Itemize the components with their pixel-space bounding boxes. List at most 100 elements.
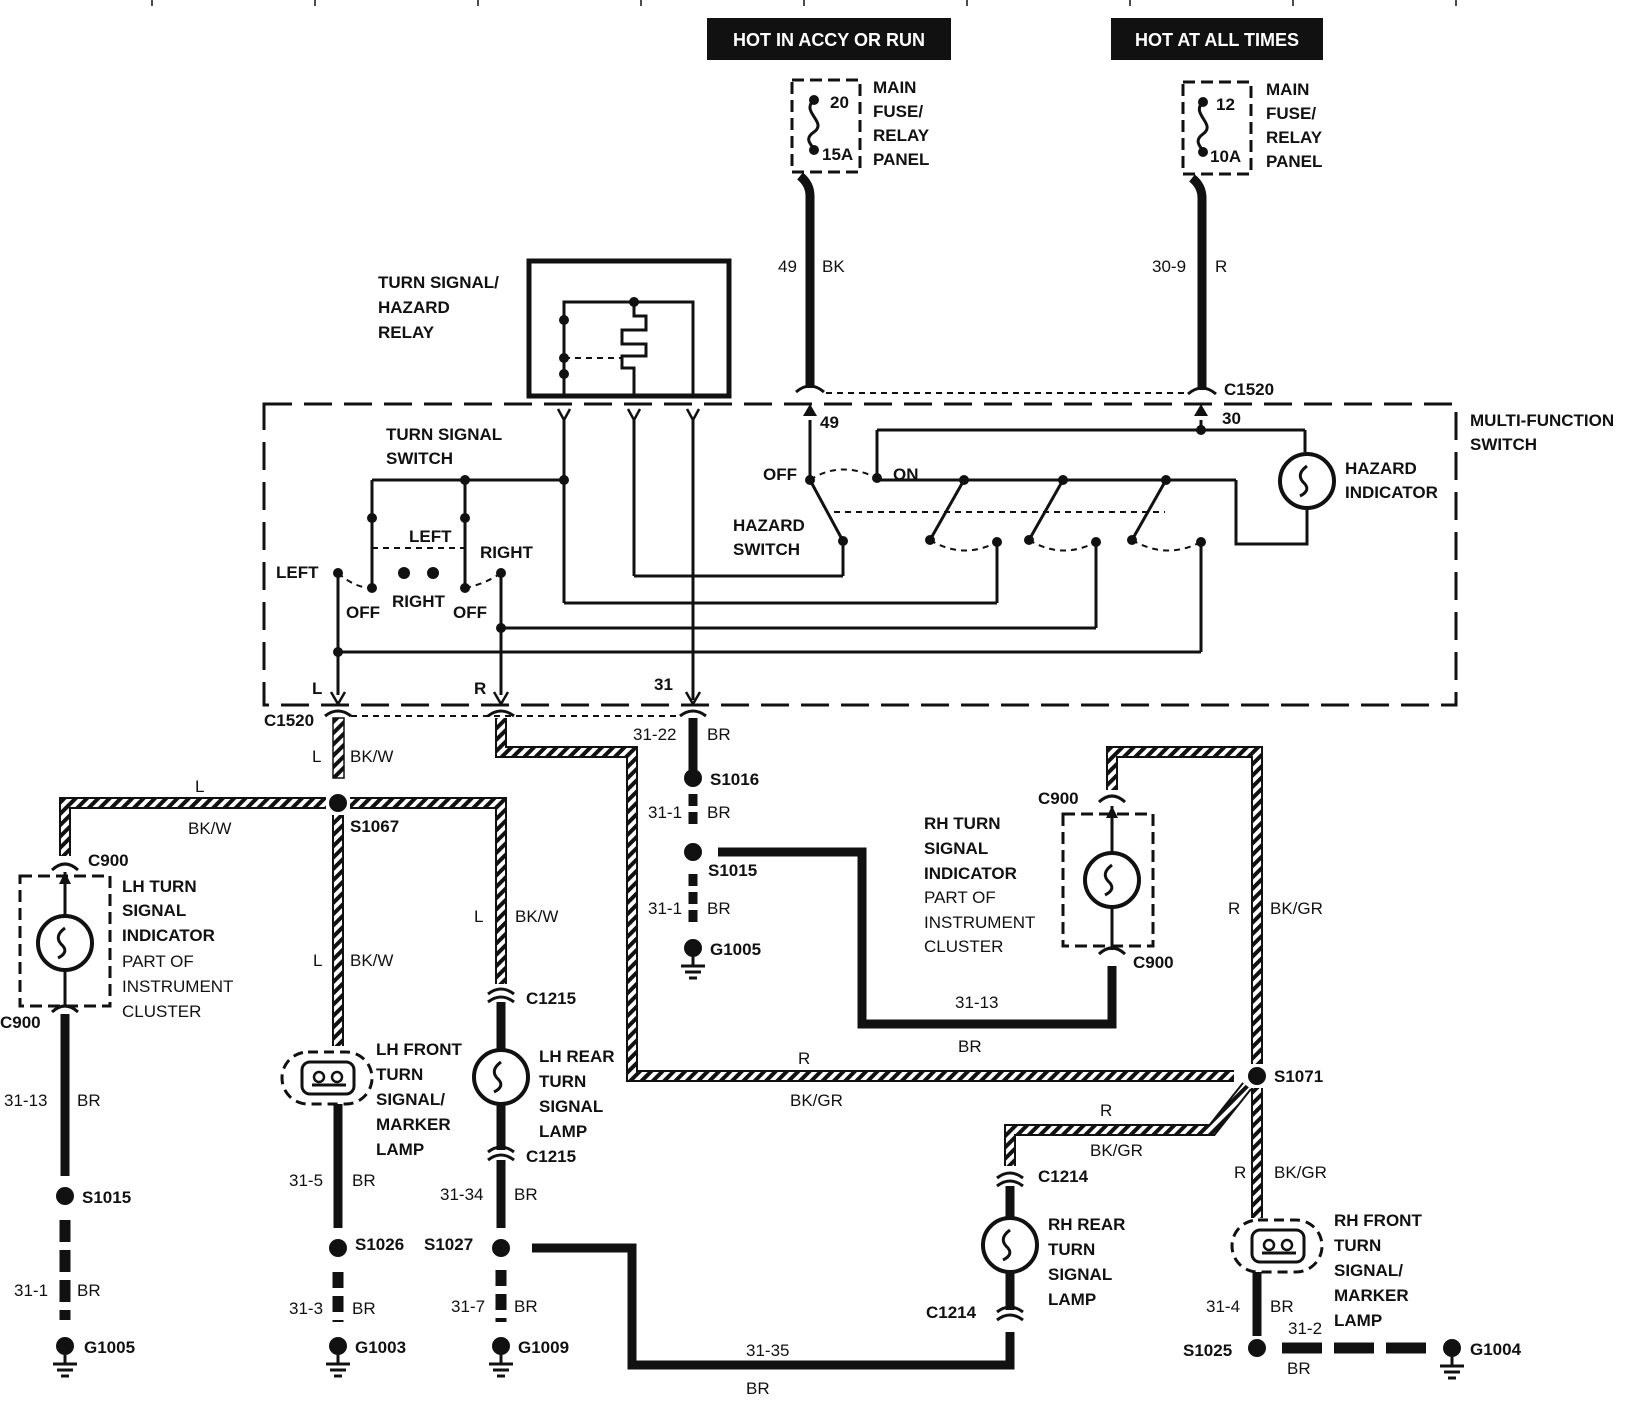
svg-text:TURN: TURN xyxy=(539,1072,586,1091)
multifunction-switch: MULTI-FUNCTION SWITCH xyxy=(262,402,1614,707)
svg-text:CLUSTER: CLUSTER xyxy=(924,937,1003,956)
rh-turn-indicator: C900 C900 RH TURN SIGNAL INDICATOR PART … xyxy=(924,789,1174,972)
svg-text:49: 49 xyxy=(820,413,839,432)
svg-text:INDICATOR: INDICATOR xyxy=(122,926,215,945)
svg-text:30: 30 xyxy=(1222,409,1241,428)
svg-text:PANEL: PANEL xyxy=(873,150,929,169)
svg-text:OFF: OFF xyxy=(346,603,380,622)
svg-text:BK/GR: BK/GR xyxy=(1270,899,1323,918)
svg-text:31-5: 31-5 xyxy=(289,1171,323,1190)
svg-text:31-35: 31-35 xyxy=(746,1341,789,1360)
svg-text:RIGHT: RIGHT xyxy=(392,592,446,611)
svg-text:BR: BR xyxy=(77,1091,101,1110)
svg-text:SIGNAL/: SIGNAL/ xyxy=(376,1090,445,1109)
svg-text:C1520: C1520 xyxy=(264,711,314,730)
svg-text:LAMP: LAMP xyxy=(1334,1311,1382,1330)
svg-text:S1071: S1071 xyxy=(1274,1067,1323,1086)
svg-text:BK/W: BK/W xyxy=(350,747,393,766)
relay-terminals xyxy=(556,408,701,423)
svg-text:R: R xyxy=(474,679,486,698)
svg-text:30-9: 30-9 xyxy=(1152,257,1186,276)
svg-text:BR: BR xyxy=(1270,1297,1294,1316)
svg-text:31-1: 31-1 xyxy=(14,1281,48,1300)
ground-path-31: 31-22 BR S1016 31-1 BR S1015 31-1 BR G10… xyxy=(633,718,761,980)
fuse-20: 20 15A MAIN FUSE/ RELAY PANEL xyxy=(790,78,930,174)
svg-text:20: 20 xyxy=(830,93,849,112)
wire-49-bk: 49 BK xyxy=(778,172,845,394)
svg-text:R: R xyxy=(1100,1101,1112,1120)
svg-text:31-4: 31-4 xyxy=(1206,1297,1240,1316)
svg-text:RIGHT: RIGHT xyxy=(480,543,534,562)
svg-text:OFF: OFF xyxy=(453,603,487,622)
wire-30-9-r: 30-9 R xyxy=(1152,174,1227,396)
svg-text:TURN SIGNAL/: TURN SIGNAL/ xyxy=(378,273,499,292)
svg-text:BR: BR xyxy=(958,1037,982,1056)
svg-text:15A: 15A xyxy=(822,145,853,164)
svg-text:S1067: S1067 xyxy=(350,817,399,836)
rh-rear-lamp: C1214 C1214 RH REAR TURN SIGNAL LAMP xyxy=(926,1167,1125,1322)
svg-text:BR: BR xyxy=(1287,1359,1311,1378)
svg-text:TURN: TURN xyxy=(1048,1240,1095,1259)
svg-text:BR: BR xyxy=(352,1299,376,1318)
lh-turn-circuit: L BK/W S1067 L BK/W L BK/W L BK/W xyxy=(59,717,558,1046)
svg-text:RELAY: RELAY xyxy=(1266,128,1323,147)
svg-text:BR: BR xyxy=(707,725,731,744)
svg-text:SWITCH: SWITCH xyxy=(733,540,800,559)
svg-text:S1027: S1027 xyxy=(424,1235,473,1254)
svg-text:BR: BR xyxy=(707,899,731,918)
svg-text:R: R xyxy=(1228,899,1240,918)
svg-text:MAIN: MAIN xyxy=(1266,80,1309,99)
svg-text:TURN: TURN xyxy=(376,1065,423,1084)
header-all-times: HOT AT ALL TIMES xyxy=(1111,18,1323,60)
svg-text:BR: BR xyxy=(514,1185,538,1204)
svg-text:SWITCH: SWITCH xyxy=(386,449,453,468)
wire-31-35: 31-35 BR xyxy=(532,1243,1015,1398)
svg-text:C1215: C1215 xyxy=(526,989,576,1008)
svg-text:BK: BK xyxy=(822,257,845,276)
svg-text:HAZARD: HAZARD xyxy=(378,298,450,317)
svg-text:MARKER: MARKER xyxy=(1334,1286,1409,1305)
svg-text:C1214: C1214 xyxy=(926,1303,977,1322)
svg-text:LH TURN: LH TURN xyxy=(122,877,197,896)
svg-text:31: 31 xyxy=(654,675,673,694)
lh-turn-indicator: C900 C900 LH TURN SIGNAL INDICATOR PART … xyxy=(0,851,233,1378)
svg-text:31-3: 31-3 xyxy=(289,1299,323,1318)
lh-front-lamp: LH FRONT TURN SIGNAL/ MARKER LAMP 31-5 B… xyxy=(280,1040,463,1378)
svg-text:PANEL: PANEL xyxy=(1266,152,1322,171)
svg-text:LEFT: LEFT xyxy=(409,527,452,546)
svg-text:BR: BR xyxy=(352,1171,376,1190)
svg-text:C900: C900 xyxy=(88,851,129,870)
svg-text:SIGNAL/: SIGNAL/ xyxy=(1334,1261,1403,1280)
svg-text:FUSE/: FUSE/ xyxy=(1266,104,1316,123)
lh-rear-lamp: C1215 C1215 LH REAR TURN SIGNAL LAMP 31-… xyxy=(424,987,615,1378)
svg-text:SIGNAL: SIGNAL xyxy=(1048,1265,1112,1284)
svg-text:G1009: G1009 xyxy=(518,1338,569,1357)
header-accy-run: HOT IN ACCY OR RUN xyxy=(707,18,951,60)
svg-text:R: R xyxy=(1234,1163,1246,1182)
svg-text:SIGNAL: SIGNAL xyxy=(924,839,988,858)
svg-text:BK/W: BK/W xyxy=(515,907,558,926)
svg-text:TURN: TURN xyxy=(1334,1236,1381,1255)
svg-text:FUSE/: FUSE/ xyxy=(873,102,923,121)
svg-text:G1005: G1005 xyxy=(710,940,761,959)
svg-text:INSTRUMENT: INSTRUMENT xyxy=(924,913,1035,932)
svg-text:MARKER: MARKER xyxy=(376,1115,451,1134)
svg-text:L: L xyxy=(195,777,204,796)
svg-text:31-1: 31-1 xyxy=(648,899,682,918)
svg-text:S1016: S1016 xyxy=(710,770,759,789)
svg-text:31-22: 31-22 xyxy=(633,725,676,744)
svg-text:HOT AT ALL TIMES: HOT AT ALL TIMES xyxy=(1135,30,1299,50)
svg-text:31-7: 31-7 xyxy=(451,1297,485,1316)
svg-text:RELAY: RELAY xyxy=(378,323,435,342)
turn-signal-switch: TURN SIGNAL SWITCH LEFT LEFT RIGHT OFF R… xyxy=(276,425,534,695)
svg-text:LAMP: LAMP xyxy=(539,1122,587,1141)
svg-text:LH FRONT: LH FRONT xyxy=(376,1040,463,1059)
svg-text:SIGNAL: SIGNAL xyxy=(122,901,186,920)
svg-text:CLUSTER: CLUSTER xyxy=(122,1002,201,1021)
svg-text:12: 12 xyxy=(1216,95,1235,114)
svg-text:RELAY: RELAY xyxy=(873,126,930,145)
svg-text:31-2: 31-2 xyxy=(1288,1319,1322,1338)
svg-text:G1004: G1004 xyxy=(1470,1340,1522,1359)
svg-text:G1003: G1003 xyxy=(355,1338,406,1357)
svg-text:R: R xyxy=(798,1049,810,1068)
